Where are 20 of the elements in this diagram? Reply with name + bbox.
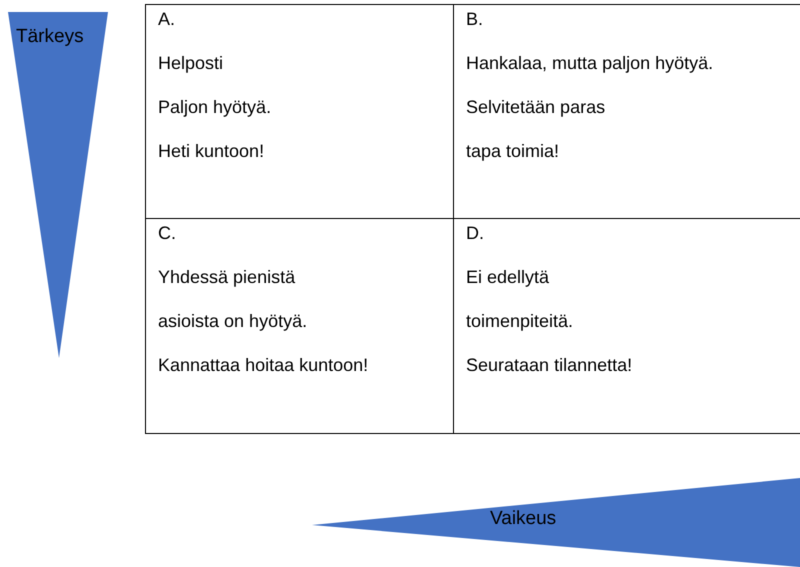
axis-label: Tärkeys <box>16 27 84 46</box>
cell-text: Hankalaa, mutta paljon hyötyä. <box>466 52 714 74</box>
table-cell <box>145 4 454 219</box>
cell-text: A. <box>158 8 176 30</box>
cell-text: tapa toimia! <box>466 140 560 162</box>
cell-text: C. <box>158 222 176 244</box>
cell-text: B. <box>466 8 484 30</box>
axis-label: Vaikeus <box>490 509 556 528</box>
cell-text: Ei edellytä <box>466 266 550 288</box>
cell-text: Paljon hyötyä. <box>158 96 272 118</box>
cell-text: toimenpiteitä. <box>466 310 574 332</box>
cell-text: Kannattaa hoitaa kuntoon! <box>158 354 368 376</box>
cell-text: D. <box>466 222 484 244</box>
cell-text: Helposti <box>158 52 224 74</box>
cell-text: Selvitetään paras <box>466 96 606 118</box>
cell-text: asioista on hyötyä. <box>158 310 308 332</box>
table-cell <box>145 218 454 434</box>
cell-text: Yhdessä pienistä <box>158 266 296 288</box>
cell-text: Heti kuntoon! <box>158 140 264 162</box>
cell-text: Seurataan tilannetta! <box>466 354 632 376</box>
